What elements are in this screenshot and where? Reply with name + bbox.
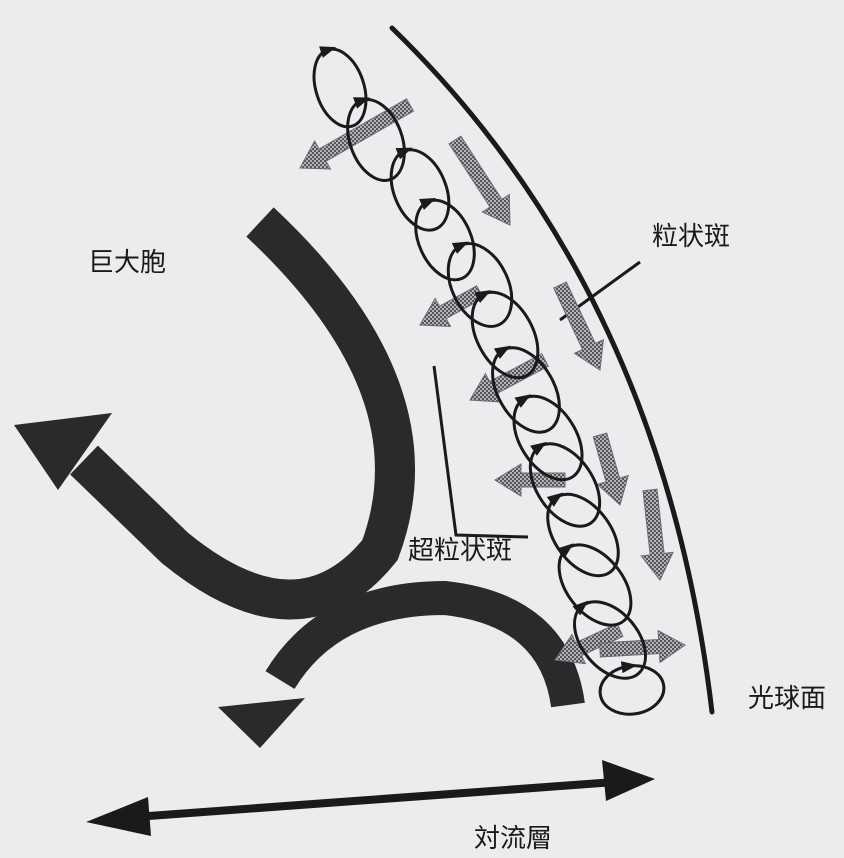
label-photosphere: 光球面: [748, 686, 826, 712]
lower-convection-arrowhead: [218, 698, 305, 748]
granulation-cell: [380, 141, 460, 238]
granulation-cell: [404, 191, 486, 289]
giant-cell-arrow: [84, 222, 395, 600]
granulation-cell: [597, 662, 667, 718]
shaded-flow-arrow: [641, 489, 673, 580]
label-giant-cell: 巨大胞: [88, 250, 166, 276]
lower-convection-arrow: [280, 598, 568, 705]
label-convection-zone: 対流層: [474, 826, 552, 852]
convection-zone-arrow: [86, 760, 655, 836]
label-supergranulation: 超粒状斑: [408, 538, 512, 564]
label-granulation: 粒状斑: [652, 224, 730, 250]
granulation-cell: [305, 43, 375, 134]
granulation-cell: [436, 233, 525, 337]
